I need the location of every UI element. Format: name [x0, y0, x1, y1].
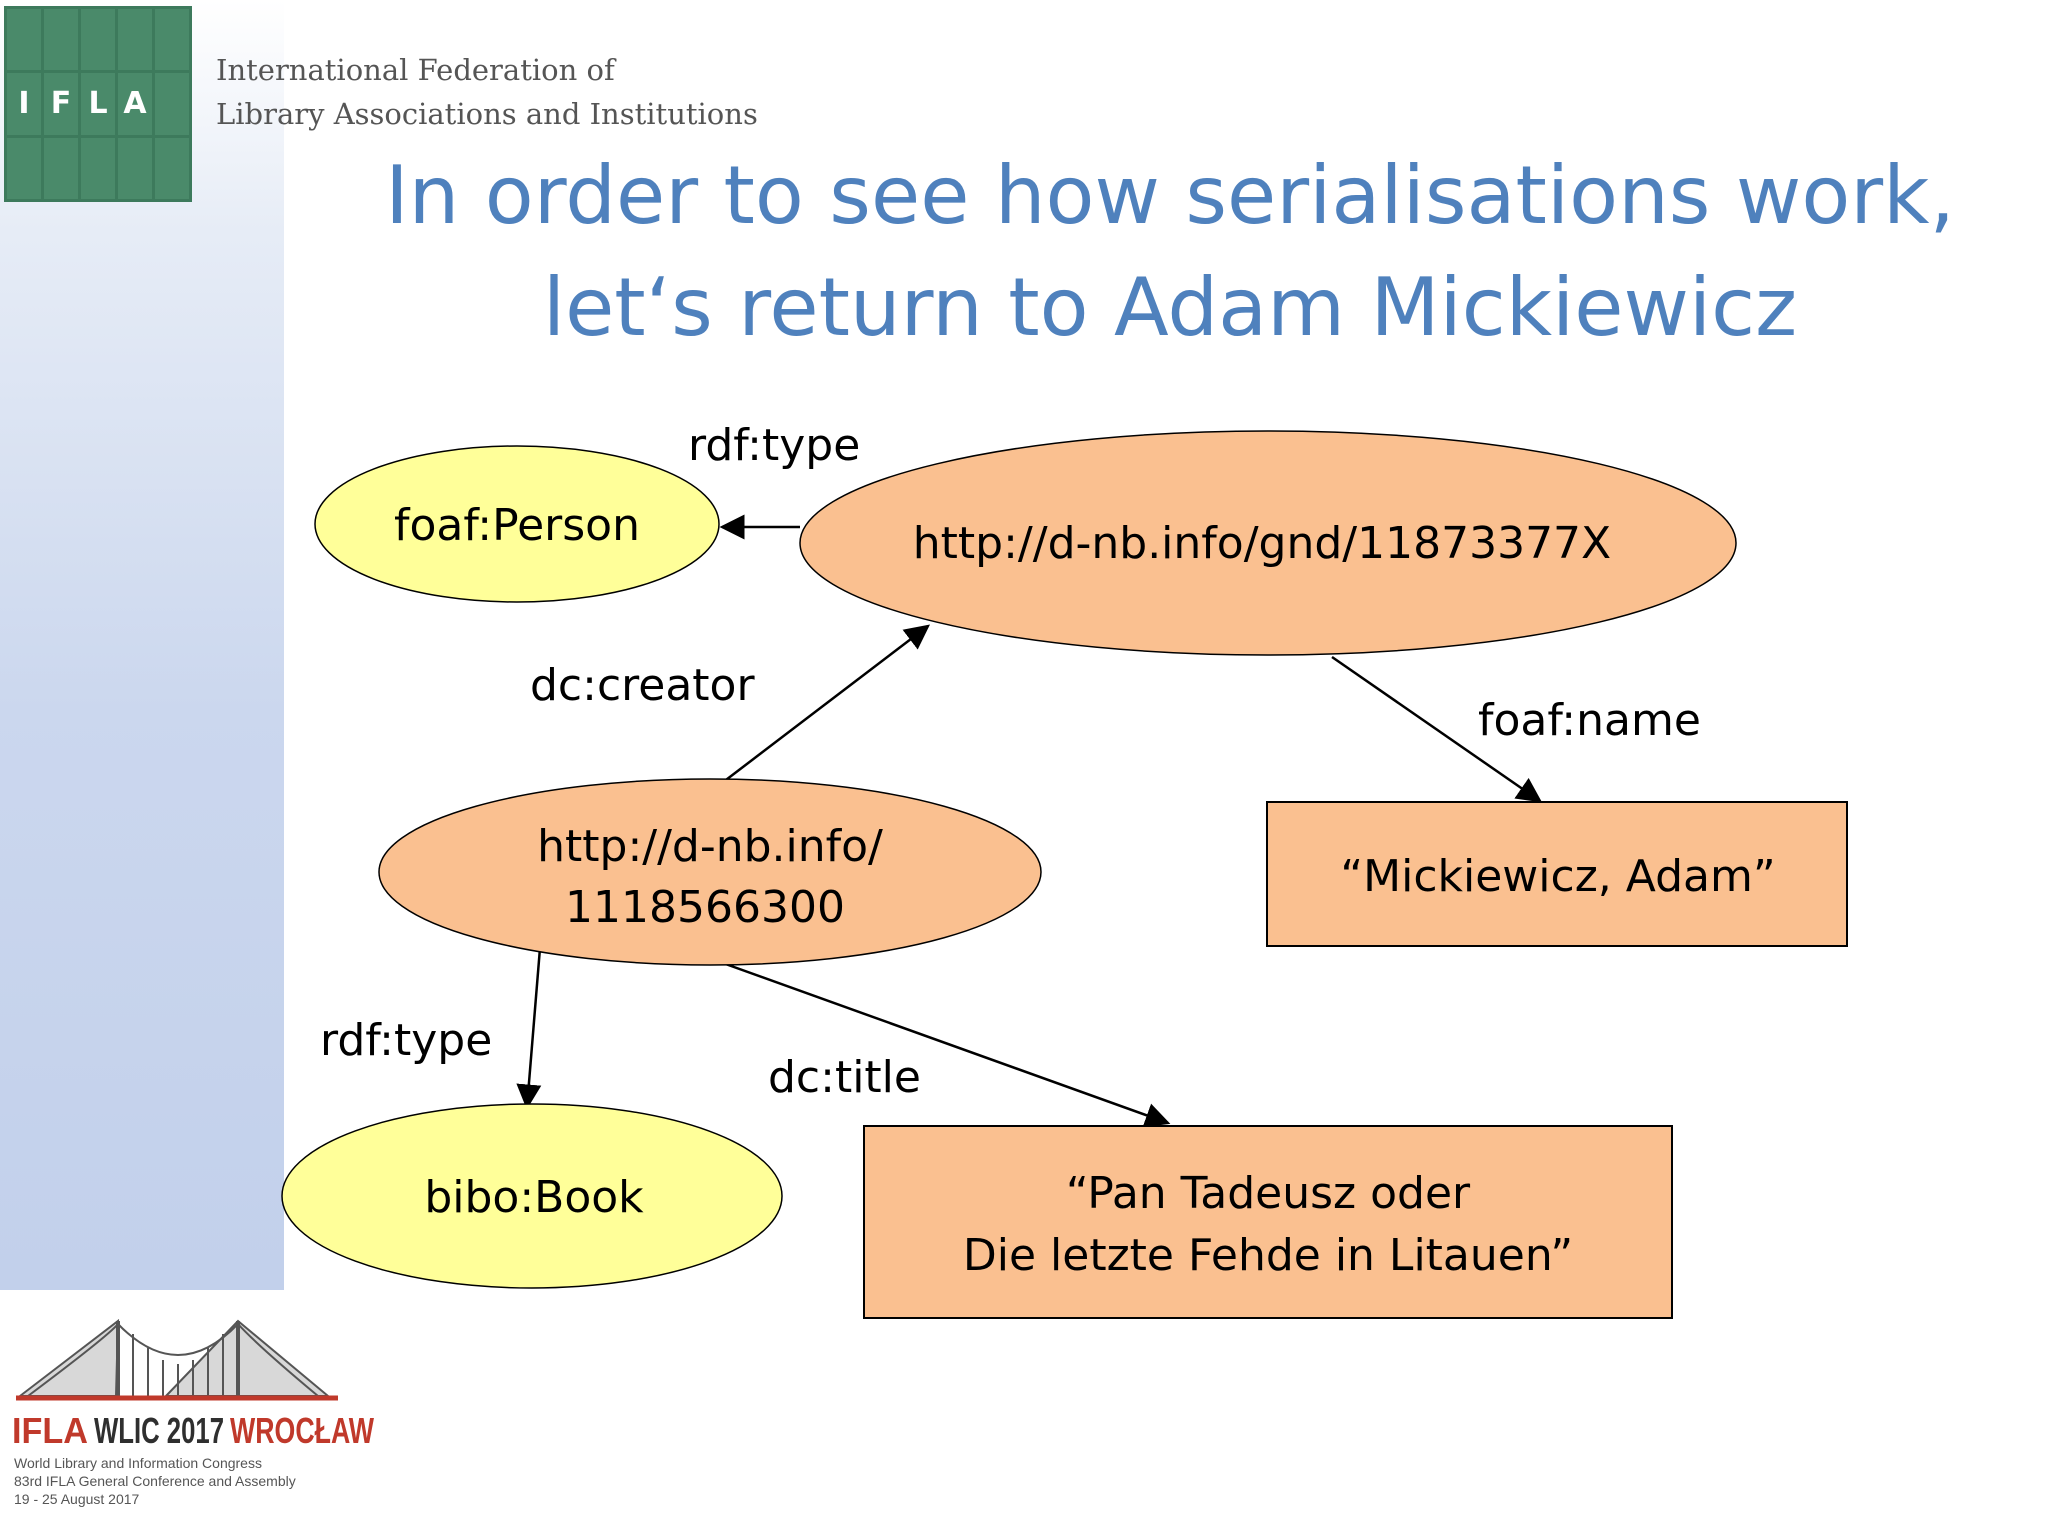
node-title-literal — [863, 1125, 1673, 1319]
ifla-logo-letter-a: A — [118, 73, 152, 135]
node-name-literal-label: “Mickiewicz, Adam” — [1340, 851, 1775, 902]
edge-foaf-name-label: foaf:name — [1478, 695, 1701, 746]
edge-foaf-name — [1331, 655, 1543, 803]
node-foaf-person — [314, 445, 720, 603]
slide-title-line2: let‘s return to Adam Mickiewicz — [542, 261, 1798, 354]
node-title-literal-label-line1: “Pan Tadeusz oder — [1066, 1168, 1471, 1219]
node-bibo-book-label: bibo:Book — [424, 1172, 644, 1223]
edge-dc-title-label: dc:title — [768, 1052, 921, 1103]
ifla-logo-cell — [118, 9, 152, 71]
ifla-logo-letter-i: I — [7, 73, 41, 135]
node-book-uri-label-line2: 1118566300 — [565, 882, 845, 933]
node-gnd-uri — [799, 430, 1737, 656]
ifla-logo-cell — [81, 9, 115, 71]
slide-title-line1: In order to see how serialisations work, — [385, 149, 1955, 242]
edge-dc-creator-label: dc:creator — [530, 660, 755, 711]
wlic-line1: World Library and Information Congress — [14, 1455, 262, 1471]
edge-rdf-type-person-label: rdf:type — [688, 420, 860, 471]
sidebar-gradient-band — [0, 0, 284, 1290]
edge-dc-title — [719, 960, 1171, 1128]
org-name: International Federation of Library Asso… — [216, 48, 758, 136]
edge-dc-creator — [717, 624, 930, 787]
node-foaf-person-label: foaf:Person — [394, 500, 640, 551]
ifla-logo-letter-l: L — [81, 73, 115, 135]
ifla-logo-cell — [155, 9, 189, 71]
wlic-line2: 83rd IFLA General Conference and Assembl… — [14, 1473, 296, 1489]
ifla-logo: I F L A — [4, 6, 192, 202]
edge-rdf-type-book — [516, 947, 542, 1110]
slide-title: In order to see how serialisations work,… — [380, 140, 1960, 364]
ifla-logo-cell — [44, 9, 78, 71]
ifla-logo-cell — [7, 137, 41, 199]
ifla-logo-letter-f: F — [44, 73, 78, 135]
node-title-literal-label-line2: Die letzte Fehde in Litauen” — [963, 1230, 1573, 1281]
edge-rdf-type-book-label: rdf:type — [320, 1015, 492, 1066]
org-name-line2: Library Associations and Institutions — [216, 97, 758, 131]
bridge-icon — [16, 1318, 338, 1401]
ifla-logo-cell — [7, 9, 41, 71]
node-book-uri — [378, 778, 1042, 966]
org-name-line1: International Federation of — [216, 53, 615, 87]
node-book-uri-label-line1: http://d-nb.info/ — [537, 821, 883, 872]
ifla-logo-cell — [81, 137, 115, 199]
ifla-logo-cell — [44, 137, 78, 199]
node-gnd-uri-label: http://d-nb.info/gnd/11873377X — [913, 518, 1611, 569]
wlic-line3: 19 - 25 August 2017 — [14, 1491, 140, 1507]
node-name-literal — [1266, 801, 1848, 947]
node-bibo-book — [281, 1103, 783, 1289]
ifla-logo-cell — [155, 137, 189, 199]
ifla-logo-cell — [118, 137, 152, 199]
wlic-brand-ifla: IFLA — [12, 1410, 88, 1451]
wlic-brand-city: WROCŁAW — [230, 1410, 374, 1451]
ifla-logo-cell — [155, 73, 189, 135]
wlic-brand-mid: WLIC 2017 — [94, 1410, 224, 1451]
wlic-2017-logo: IFLA WLIC 2017 WROCŁAW World Library and… — [12, 1318, 374, 1507]
